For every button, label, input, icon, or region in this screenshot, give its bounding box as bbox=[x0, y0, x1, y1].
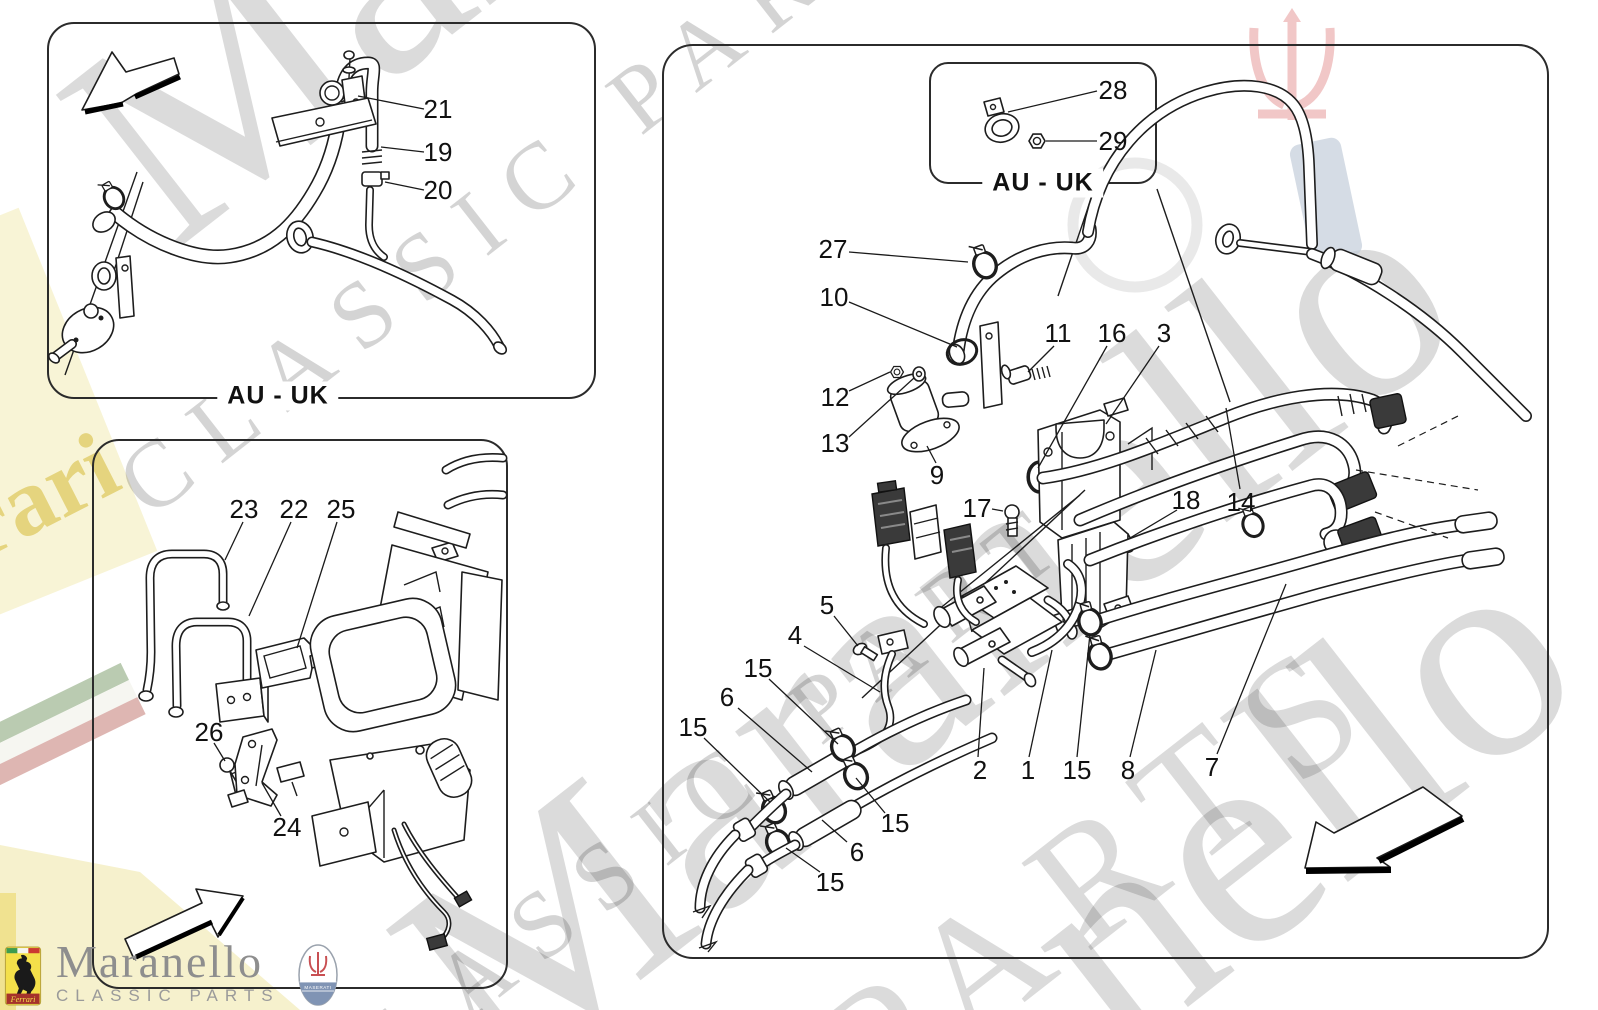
leader-line-20 bbox=[384, 181, 425, 191]
leader-line-15 bbox=[1076, 633, 1091, 758]
leader-line-23 bbox=[224, 521, 244, 561]
leader-line-13 bbox=[848, 377, 915, 438]
leader-line-9 bbox=[926, 445, 937, 464]
panel-bottom-left bbox=[92, 439, 508, 989]
leader-line-8 bbox=[1129, 649, 1157, 758]
leader-line-12 bbox=[848, 371, 891, 392]
leader-line-24 bbox=[261, 782, 282, 817]
panel-top-left bbox=[47, 22, 596, 399]
ac-unit-illustration bbox=[138, 453, 508, 951]
maserati-badge-icon: MASERATI bbox=[297, 944, 338, 1007]
inset-box-border bbox=[929, 62, 1157, 184]
leader-line-19 bbox=[380, 146, 425, 153]
maranello-logo: Ferrari Maranello CLASSIC PARTS MASERATI bbox=[4, 936, 338, 1007]
heater-pipes-illustration bbox=[47, 50, 508, 376]
leader-line-26 bbox=[213, 742, 226, 762]
leader-line-4 bbox=[803, 645, 881, 693]
svg-text:Ferrari: Ferrari bbox=[10, 995, 37, 1004]
leader-line-17 bbox=[991, 508, 1004, 512]
leader-line-28 bbox=[1007, 90, 1098, 113]
leader-line-6 bbox=[821, 819, 848, 843]
leader-line-14 bbox=[1225, 407, 1241, 490]
leader-line-15 bbox=[785, 847, 821, 873]
logo-subtitle: CLASSIC PARTS bbox=[56, 986, 280, 1006]
panel-border bbox=[662, 44, 1549, 959]
inset-clamp-illustration bbox=[983, 97, 1046, 149]
logo-wordmark: Maranello bbox=[56, 936, 264, 987]
panel-border bbox=[92, 439, 508, 989]
svg-text:MASERATI: MASERATI bbox=[304, 985, 331, 990]
flag-stripes-watermark bbox=[0, 662, 146, 807]
leader-line-1 bbox=[1028, 649, 1053, 758]
leader-line-15 bbox=[768, 678, 839, 745]
leader-line-11 bbox=[1027, 345, 1055, 373]
leader-line-22 bbox=[248, 521, 292, 617]
leader-line-2 bbox=[977, 667, 985, 758]
leader-line-21 bbox=[357, 95, 425, 110]
leader-line-3 bbox=[1105, 345, 1160, 425]
leader-line-10 bbox=[848, 301, 958, 348]
yellow-shield-watermark: rari bbox=[0, 207, 300, 1010]
ferrari-badge-icon: Ferrari bbox=[4, 946, 42, 1006]
panel-main bbox=[662, 44, 1549, 959]
direction-arrow-icon bbox=[81, 51, 182, 115]
leader-lines bbox=[213, 90, 1287, 873]
leader-line-6 bbox=[737, 707, 813, 773]
direction-arrow-icon bbox=[124, 888, 245, 960]
leader-line-16 bbox=[1037, 345, 1108, 469]
leader-line-7 bbox=[1216, 583, 1287, 755]
leader-line-15 bbox=[855, 777, 886, 814]
ac-pipes-illustration bbox=[692, 79, 1532, 953]
leader-line-15 bbox=[703, 737, 771, 803]
direction-arrow-icon bbox=[1304, 786, 1465, 874]
leader-line-25 bbox=[296, 521, 338, 649]
leader-line-18 bbox=[1129, 509, 1178, 539]
leader-line-27 bbox=[848, 251, 969, 263]
leader-line-5 bbox=[833, 615, 859, 647]
